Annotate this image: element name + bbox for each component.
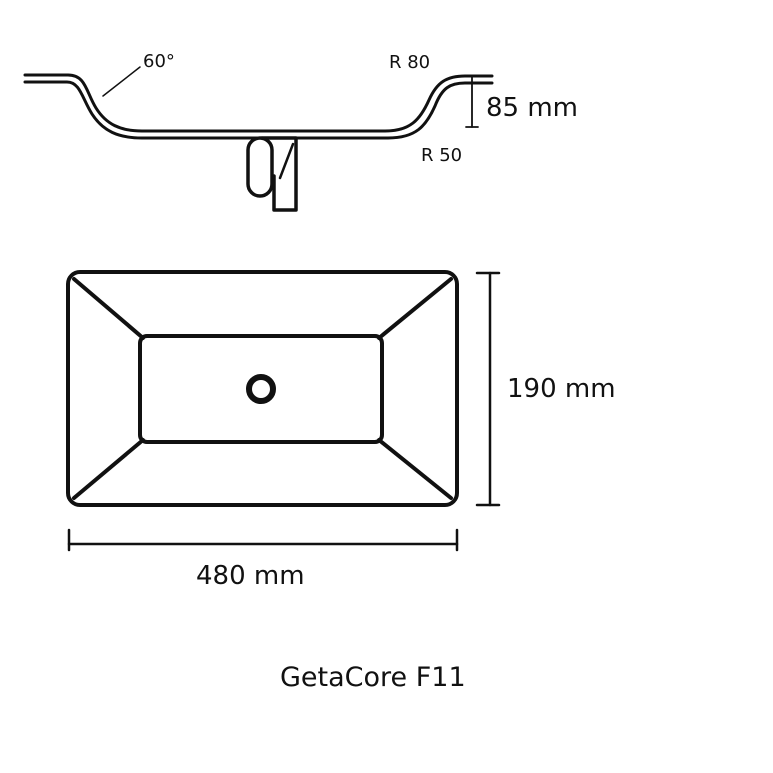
height-dimension [475, 271, 501, 507]
height-label: 190 mm [507, 374, 616, 404]
basin-outline [66, 270, 459, 507]
radius-bottom-label: R 50 [421, 145, 462, 166]
width-label: 480 mm [196, 561, 305, 591]
angle-leader-line [102, 66, 141, 97]
width-dimension [67, 528, 459, 552]
depth-dimension [464, 75, 479, 128]
drain-hole [246, 374, 276, 404]
corner-edge-bottom-left [72, 438, 145, 500]
corner-edge-bottom-right [377, 438, 453, 500]
top-view [66, 270, 501, 552]
product-name: GetaCore F11 [280, 662, 466, 693]
angle-label: 60° [143, 51, 175, 72]
drain-pipe [246, 136, 298, 212]
corner-edge-top-left [72, 277, 145, 340]
basin-profile-inner [23, 80, 494, 140]
depth-label: 85 mm [486, 93, 578, 123]
radius-top-label: R 80 [389, 52, 430, 73]
corner-edge-top-right [377, 277, 453, 340]
basin-profile-outer [23, 73, 494, 133]
side-view [23, 66, 494, 212]
basin-bottom [138, 334, 384, 444]
